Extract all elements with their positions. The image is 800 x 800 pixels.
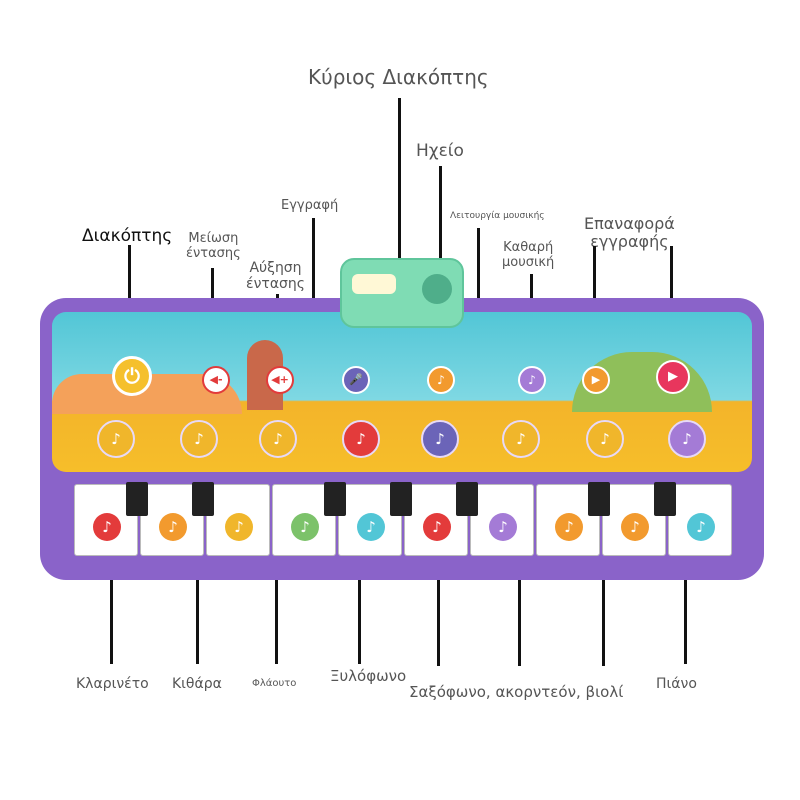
black-key[interactable] [324,482,346,516]
label-xylophone: Ξυλόφωνο [330,667,407,685]
black-key[interactable] [192,482,214,516]
violin-button[interactable]: ♪ [586,420,624,458]
piano-button[interactable]: ♪ [668,420,706,458]
speaker-unit [340,258,464,328]
black-key[interactable] [654,482,676,516]
label-speaker: Ηχείο [416,141,464,161]
label-main-switch: Κύριος Διακόπτης [308,65,489,89]
label-volume-down: Μείωση έντασης [186,231,241,261]
play-icon: ▶ [591,373,601,386]
xylophone-button[interactable]: ♪ [342,420,380,458]
label-volume-up: Αύξηση έντασης [246,260,306,293]
label-record: Εγγραφή [281,198,339,213]
flute-icon: ♪ [273,430,283,448]
music-mode-button[interactable]: ♪ [427,366,455,394]
volume-up-icon: ◀+ [271,373,289,386]
black-key[interactable] [456,482,478,516]
label-music-mode: Λειτουργία μουσικής [450,211,545,221]
music-note-icon: ♪ [93,513,121,541]
speaker-grill-icon [422,274,452,304]
volume-down-icon: ◀- [209,373,223,386]
music-note-icon: ♪ [225,513,253,541]
clarinet-button[interactable]: ♪ [97,420,135,458]
clarinet-icon: ♪ [111,430,121,448]
keyboard: ♪ ♪ ♪ ♪ ♪ ♪ ♪ ♪ ♪ ♪ [74,482,732,556]
dinosaur-scene [52,312,752,472]
piano-icon: ♪ [682,430,692,448]
replay-button[interactable]: ▶ [656,360,690,394]
label-piano: Πιάνο [656,676,697,692]
white-key[interactable]: ♪ [470,484,534,556]
white-key[interactable]: ♪ [602,484,666,556]
white-key[interactable]: ♪ [338,484,402,556]
power-icon: ⏻ [124,364,140,388]
xylophone-icon: ♪ [356,430,366,448]
accordion-icon: ♪ [516,430,526,448]
guitar-icon: ♪ [194,430,204,448]
saxophone-button[interactable]: ♪ [421,420,459,458]
mic-icon: 🎤 [349,373,363,386]
label-switch: Διακόπτης [82,226,173,246]
replay-icon: ▶ [668,369,678,384]
power-button[interactable]: ⏻ [112,356,152,396]
music-note-icon: ♪ [555,513,583,541]
label-flute: Φλάουτο [252,678,297,689]
black-key[interactable] [390,482,412,516]
white-key[interactable]: ♪ [206,484,270,556]
saxophone-icon: ♪ [435,430,445,448]
main-switch-slider[interactable] [352,274,396,294]
label-pure-music: Καθαρή μουσική [502,240,555,270]
music-note-icon: ♪ [621,513,649,541]
label-guitar: Κιθάρα [172,676,222,692]
pure-music-button[interactable]: ♪ [518,366,546,394]
music-note-icon: ♪ [423,513,451,541]
disc-icon: ♪ [528,373,536,387]
volume-down-button[interactable]: ◀- [202,366,230,394]
leader-main-switch [398,98,401,300]
guitar-button[interactable]: ♪ [180,420,218,458]
black-key[interactable] [126,482,148,516]
music-note-icon: ♪ [159,513,187,541]
record-button[interactable]: 🎤 [342,366,370,394]
white-key[interactable]: ♪ [668,484,732,556]
flute-button[interactable]: ♪ [259,420,297,458]
black-key[interactable] [588,482,610,516]
label-playback: Επαναφορά εγγραφής [584,214,675,252]
volume-up-button[interactable]: ◀+ [266,366,294,394]
violin-icon: ♪ [600,430,610,448]
music-note-icon: ♪ [489,513,517,541]
playback-button[interactable]: ▶ [582,366,610,394]
music-note-icon: ♪ [291,513,319,541]
music-note-icon: ♪ [357,513,385,541]
accordion-button[interactable]: ♪ [502,420,540,458]
label-sax-accordion-violin: Σαξόφωνο, ακορντεόν, βιολί [409,683,624,701]
leader-speaker [439,166,442,298]
music-note-icon: ♪ [687,513,715,541]
music-note-icon: ♪ [437,373,445,387]
label-clarinet: Κλαρινέτο [76,676,149,692]
